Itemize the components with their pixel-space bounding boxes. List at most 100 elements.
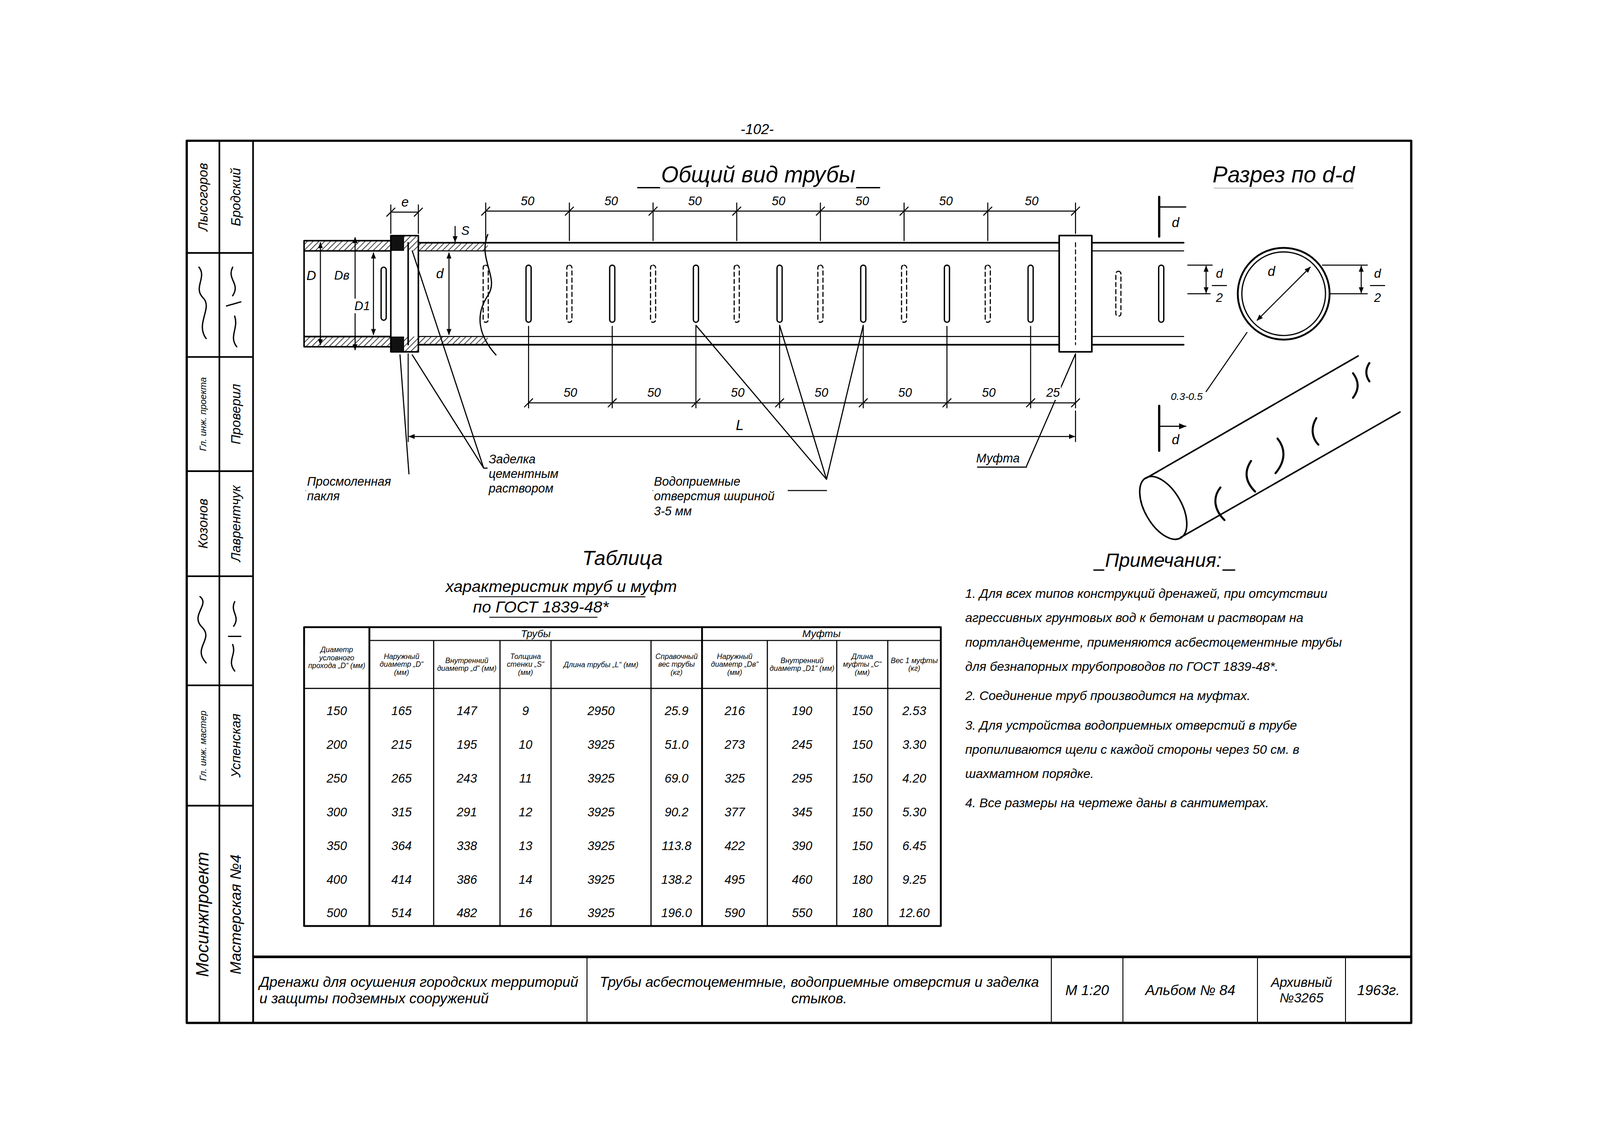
dimension-symbol: d bbox=[1215, 266, 1224, 281]
leader-line bbox=[653, 325, 864, 491]
coupling bbox=[1059, 235, 1092, 353]
table-cell: 550 bbox=[790, 905, 814, 921]
table-cell: 390 bbox=[790, 838, 814, 854]
table-subtitle: по ГОСТ 1839-48* bbox=[472, 597, 610, 618]
coupling bbox=[390, 235, 419, 353]
slot-group bbox=[381, 264, 1164, 323]
pipe-section bbox=[1237, 247, 1330, 340]
dimension-symbol: D bbox=[305, 267, 317, 284]
table-cell: 12.60 bbox=[898, 905, 931, 921]
table-cell: 3925 bbox=[586, 771, 616, 786]
slot bbox=[777, 264, 783, 323]
table-cell: 150 bbox=[851, 703, 874, 719]
stamp-text: Успенская bbox=[227, 712, 244, 780]
leader-line bbox=[412, 250, 572, 468]
table-cell: 250 bbox=[325, 771, 349, 786]
stamp-text: Лысогоров bbox=[195, 161, 212, 233]
table-cell: 590 bbox=[723, 905, 746, 921]
table-cell: 215 bbox=[390, 737, 413, 753]
page-number: -102- bbox=[739, 120, 775, 139]
table-cell: 9 bbox=[521, 703, 530, 719]
dimension-symbol: e bbox=[400, 194, 410, 211]
title-block-cell: Архивный №3265 bbox=[1257, 957, 1346, 1024]
table-cell: 400 bbox=[325, 872, 349, 887]
slot bbox=[860, 264, 866, 323]
dimension-line bbox=[481, 202, 1080, 241]
table-frame bbox=[304, 627, 941, 926]
table-cell: 364 bbox=[390, 838, 413, 854]
callout-label: Просмоленная пакля bbox=[306, 474, 423, 504]
table-header: Трубы bbox=[519, 628, 552, 639]
table-header: Наружный диаметр „Dв“ (мм) bbox=[703, 652, 767, 677]
table-cell: 150 bbox=[851, 771, 874, 786]
hidden-slot bbox=[901, 264, 907, 323]
table-header: Диаметр условного прохода „D“ (мм) bbox=[305, 645, 369, 671]
dimension-value: 50 bbox=[562, 385, 579, 400]
cement-seal bbox=[404, 235, 419, 252]
pipe-section bbox=[1241, 251, 1326, 336]
pipe-stub bbox=[304, 240, 391, 348]
hidden-slot bbox=[483, 264, 489, 323]
table-cell: 482 bbox=[455, 905, 478, 921]
table-cell: 422 bbox=[723, 838, 746, 854]
pipe-sketch bbox=[1145, 355, 1400, 538]
table-cell: 13 bbox=[517, 838, 534, 854]
dimension-value: 50 bbox=[813, 385, 830, 400]
stamp-text: Мастерская №4 bbox=[226, 853, 245, 976]
hidden-slot-group bbox=[483, 264, 1121, 323]
stamp-text: Гл. инж. мастер bbox=[197, 709, 209, 782]
dimension-value: 50 bbox=[981, 385, 997, 400]
wall-hatch bbox=[418, 336, 488, 345]
table-cell: 180 bbox=[851, 905, 874, 921]
sheet-frame bbox=[186, 140, 1412, 1024]
section-title: Разрез по d-d bbox=[1211, 161, 1356, 188]
dimension-value: 50 bbox=[646, 385, 662, 400]
table-cell: 150 bbox=[851, 737, 874, 753]
dimension-line bbox=[319, 242, 321, 345]
slot bbox=[609, 264, 615, 323]
table-header: Внутренний диаметр „D1“ (мм) bbox=[768, 656, 836, 673]
dimension-symbol: L bbox=[734, 416, 745, 435]
table-header: Справочный вес трубы (кг) bbox=[652, 652, 702, 677]
dimension-line bbox=[409, 436, 1075, 437]
table-header: Толщина стенки „S“ (мм) bbox=[501, 652, 551, 677]
table-cell: 414 bbox=[390, 872, 413, 887]
table-header: Муфты bbox=[801, 628, 842, 639]
stamp-text: Гл. инж. проекта bbox=[197, 376, 209, 452]
dimension-line bbox=[454, 226, 456, 242]
note-text: 1. Для всех типов конструкций дренажей, … bbox=[964, 581, 1367, 679]
table-cell: 16 bbox=[517, 905, 534, 921]
note-text: 3. Для устройства водоприемных отверстий… bbox=[964, 713, 1367, 787]
signature bbox=[197, 267, 241, 672]
hidden-slot bbox=[985, 264, 991, 323]
table-cell: 190 bbox=[790, 703, 814, 719]
table-header: Длина муфты „C“ (мм) bbox=[837, 652, 887, 677]
table-cell: 3925 bbox=[586, 872, 616, 887]
table-cell: 500 bbox=[325, 905, 349, 921]
table-cell: 11 bbox=[518, 771, 533, 786]
table-cell: 514 bbox=[390, 905, 413, 921]
dimension-symbol: Dв bbox=[333, 268, 351, 283]
callout-label: Муфта bbox=[975, 450, 1021, 466]
pipe-sketch-slots bbox=[1215, 363, 1370, 520]
table-cell: 25.9 bbox=[663, 703, 690, 719]
dimension-line bbox=[448, 253, 450, 335]
title-block-text: Дренажи для осушения городских территори… bbox=[259, 974, 582, 1008]
slot bbox=[944, 264, 950, 323]
dimension-line bbox=[1205, 264, 1385, 392]
table-cell: 325 bbox=[723, 771, 746, 786]
table-cell: 4.20 bbox=[901, 771, 928, 786]
hidden-slot bbox=[650, 264, 656, 323]
table-header: Внутренний диаметр „d“ (мм) bbox=[434, 656, 499, 673]
dimension-line bbox=[373, 253, 375, 335]
title-block-text: М 1:20 bbox=[1065, 982, 1110, 999]
oakum-seal bbox=[390, 235, 405, 252]
title-block-text: 1963г. bbox=[1357, 982, 1401, 999]
notes-heading: Примечания: bbox=[1104, 548, 1223, 572]
table-header: Вес 1 муфты (кг) bbox=[888, 656, 940, 673]
dimension-line bbox=[524, 326, 1080, 409]
wall-hatch bbox=[418, 242, 488, 251]
dimension-symbol: d bbox=[1373, 266, 1382, 281]
stamp-text: Козонов bbox=[195, 497, 212, 550]
slot bbox=[693, 264, 699, 323]
